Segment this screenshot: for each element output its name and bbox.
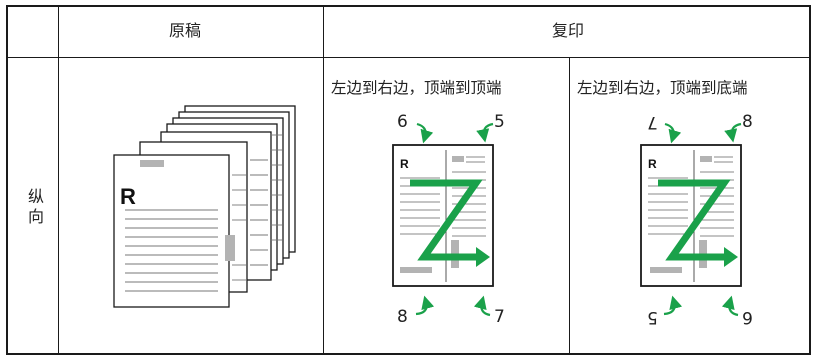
arrow-c1-bl <box>415 295 435 316</box>
header-copy: 复印 <box>552 21 585 40</box>
original-page-letter: R <box>120 184 136 209</box>
col-divider-2 <box>323 5 324 355</box>
caption-top-to-top: 左边到右边，顶端到顶端 <box>331 79 502 97</box>
header-divider <box>6 57 811 58</box>
arrow-c2-bl <box>663 295 683 316</box>
c1-num-bottom-left: 8 <box>397 307 408 327</box>
arrow-c1-br <box>473 295 491 317</box>
header-original: 原稿 <box>169 21 202 40</box>
copy1-letter: R <box>400 157 409 171</box>
table-border-bottom <box>6 353 811 355</box>
arrow-c2-tr <box>724 122 742 143</box>
col-divider-1 <box>58 5 59 355</box>
c1-num-top-right: 5 <box>494 112 505 132</box>
comparison-table: 原稿 复印 纵向 左边到右边，顶端到顶端 左边到右边，顶端到底端 <box>6 5 811 355</box>
table-border-left <box>6 5 8 355</box>
arrow-c2-br <box>721 295 739 317</box>
copy2-letter: R <box>648 157 657 171</box>
c1-num-bottom-right: 7 <box>494 307 505 327</box>
table-border-right <box>809 5 811 355</box>
c2-num-bottom-right: 6 <box>742 307 753 327</box>
caption-top-to-bottom: 左边到右边，顶端到底端 <box>577 79 748 97</box>
table-border-top <box>6 5 811 7</box>
row-label-portrait: 纵向 <box>25 188 44 228</box>
c1-num-top-left: 6 <box>397 112 408 132</box>
c2-num-top-left: 7 <box>647 112 658 132</box>
col-divider-3 <box>569 58 570 355</box>
c2-num-bottom-left: 5 <box>647 307 658 327</box>
arrow-c1-tr <box>476 122 494 143</box>
c2-num-top-right: 8 <box>742 112 753 132</box>
arrow-c2-tl <box>664 122 682 144</box>
arrow-c1-tl <box>416 122 434 144</box>
